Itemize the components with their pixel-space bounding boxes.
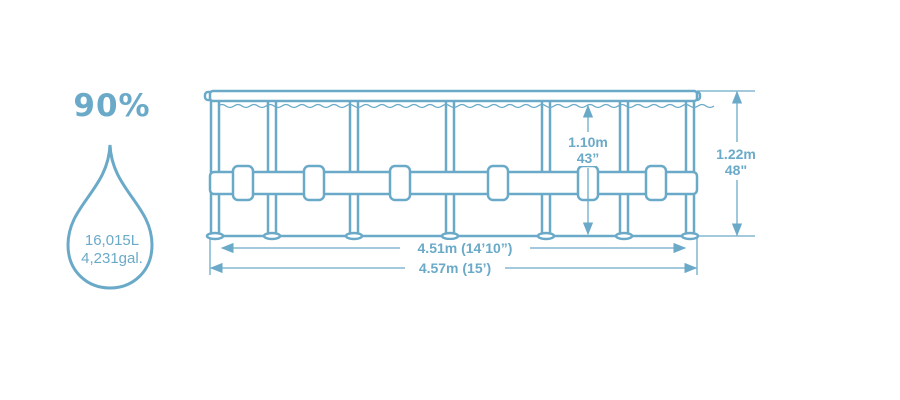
- fill-percent: 90%: [73, 88, 151, 124]
- inner-diameter-label: 4.51m (14’10”): [400, 240, 530, 256]
- belt-connector: [486, 164, 510, 202]
- frame-post: [684, 96, 696, 236]
- post-foot: [614, 231, 634, 241]
- frame-post: [618, 96, 630, 236]
- volume-liters: 16,015L: [84, 232, 140, 249]
- frame-post: [348, 96, 360, 236]
- frame-post: [266, 96, 278, 236]
- belt-connector: [231, 164, 255, 202]
- post-foot: [205, 231, 225, 241]
- frame-post: [444, 96, 456, 236]
- pool-frame: [203, 89, 715, 241]
- outer-diameter-label: 4.57m (15’): [405, 260, 505, 276]
- dimension-lines: [209, 90, 755, 275]
- frame-post: [209, 96, 221, 236]
- belt-connector: [302, 164, 326, 202]
- post-foot: [262, 231, 282, 241]
- frame-post: [540, 96, 552, 236]
- belt-connector: [644, 164, 668, 202]
- pool-height-in: 48": [708, 162, 764, 178]
- post-foot: [440, 231, 460, 241]
- post-foot: [680, 231, 700, 241]
- volume-gallons: 4,231gal.: [81, 250, 143, 267]
- post-foot: [344, 231, 364, 241]
- water-depth-in: 43”: [562, 150, 614, 166]
- post-foot: [536, 231, 556, 241]
- pool-height-m: 1.22m: [708, 146, 764, 162]
- belt-connector: [388, 164, 412, 202]
- water-drop-icon: [66, 144, 154, 290]
- water-depth-m: 1.10m: [562, 134, 614, 150]
